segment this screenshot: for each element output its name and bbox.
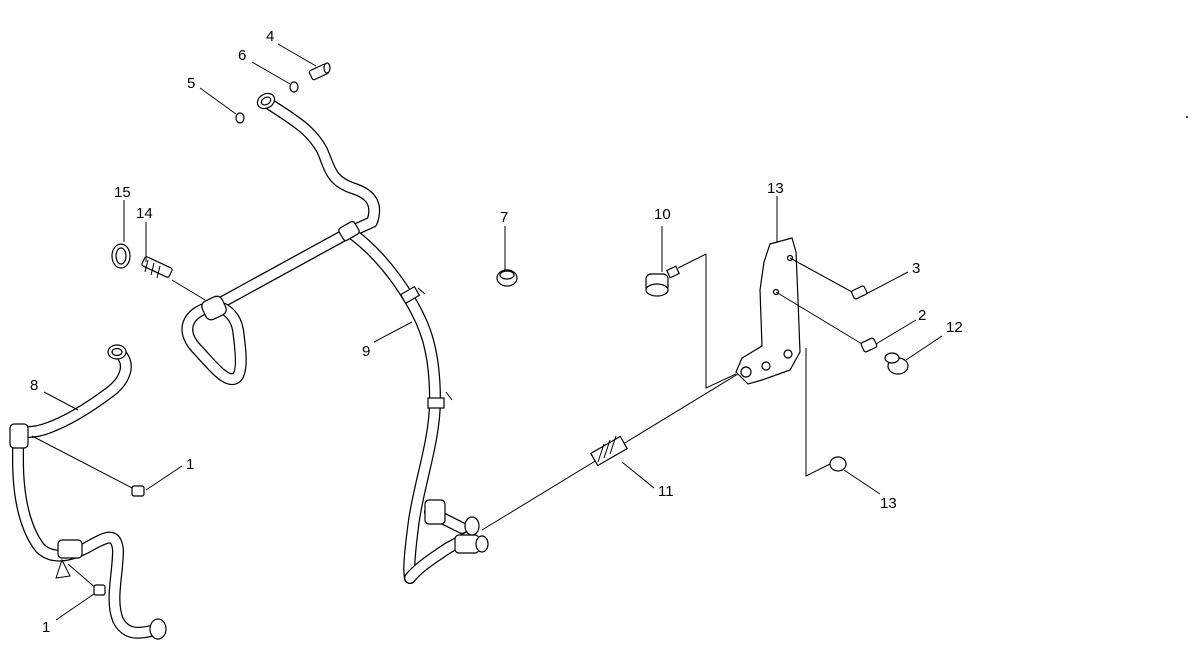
mounting-bracket — [735, 237, 801, 385]
part-14-screw — [141, 256, 206, 301]
callout-14: 14 — [136, 205, 153, 222]
left-tube-8 — [12, 344, 132, 438]
part-10-plug — [645, 253, 707, 297]
upper-tube-assembly — [256, 92, 381, 238]
part-1-screw-upper — [31, 435, 145, 497]
part-13-cap — [805, 348, 847, 477]
left-branch-tube — [209, 226, 356, 312]
part-5-oring — [235, 112, 245, 124]
part-12-plug — [884, 352, 909, 375]
part-15-washer — [111, 243, 131, 269]
main-vertical-tube — [338, 220, 453, 584]
part-7-clip — [496, 269, 518, 287]
callout-7: 7 — [500, 209, 508, 226]
callout-1-upper: 1 — [186, 456, 194, 473]
left-long-tube — [9, 423, 167, 640]
triangular-loop — [181, 295, 247, 386]
callout-1-lower: 1 — [42, 619, 50, 636]
lower-manifold — [404, 499, 489, 584]
part-4-fitting — [308, 62, 331, 81]
callout-2: 2 — [918, 307, 926, 324]
rod-11 — [481, 254, 739, 531]
callout-15: 15 — [114, 184, 131, 201]
callout-10: 10 — [654, 206, 671, 223]
callout-8: 8 — [30, 377, 38, 394]
part-3-bolt — [789, 257, 868, 300]
callout-11: 11 — [658, 483, 674, 500]
callout-3: 3 — [912, 260, 920, 277]
callout-13-upper: 13 — [767, 180, 784, 197]
callout-6: 6 — [238, 47, 246, 64]
part-1-screw-lower — [67, 563, 106, 596]
stray-dot — [1186, 116, 1188, 118]
callout-12: 12 — [946, 319, 963, 336]
leader-lines — [43, 43, 943, 621]
callout-5: 5 — [187, 75, 195, 92]
callout-9: 9 — [362, 343, 370, 360]
callout-13-lower: 13 — [880, 495, 897, 512]
part-2-bolt — [775, 291, 878, 353]
callout-labels: 4 6 5 15 14 7 10 13 3 2 12 9 8 1 11 13 1 — [30, 28, 963, 636]
callout-4: 4 — [266, 28, 274, 45]
part-6-oring — [289, 81, 299, 93]
